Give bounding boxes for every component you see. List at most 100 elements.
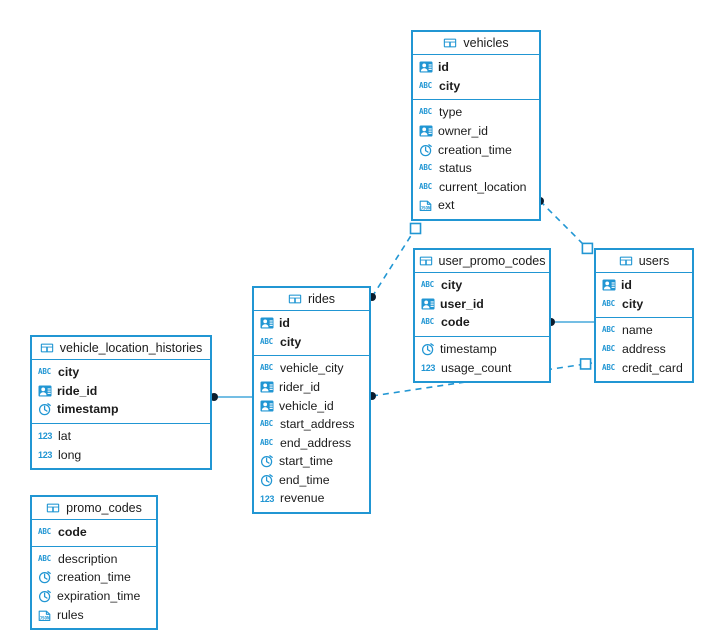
field-label: usage_count [441,360,512,375]
id-card-icon [260,316,274,330]
123-number-icon: 123 [38,431,53,442]
field-label: vehicle_id [279,398,334,413]
field-row-end_time[interactable]: end_time [254,471,369,490]
relationship-vehicles-to-users[interactable] [536,197,594,255]
123-number-icon: 123 [260,493,275,504]
field-row-owner_id[interactable]: owner_id [413,122,539,141]
field-row-creation_time[interactable]: creation_time [413,140,539,159]
id-card-icon [419,60,433,74]
svg-text:JSON: JSON [39,615,50,620]
field-label: rider_id [279,379,321,394]
123-number-icon: 123 [38,449,53,460]
field-label: id [279,316,290,331]
field-label: ext [438,198,455,213]
id-card-icon [421,297,435,311]
table-header-promo_codes[interactable]: promo_codes [32,497,156,520]
table-header-rides[interactable]: rides [254,288,369,311]
field-label: type [439,105,463,120]
field-row-credit_card[interactable]: ABC credit_card [596,358,692,377]
abc-string-icon: ABC [38,527,51,537]
table-header-vehicles[interactable]: vehicles [413,32,539,55]
id-card-icon [419,124,433,138]
field-row-ext[interactable]: JSON ext [413,196,539,215]
field-label: status [439,161,472,176]
field-row-id[interactable]: id [596,276,692,295]
clock-icon [38,570,52,584]
table-title: vehicles [463,35,509,50]
field-row-timestamp[interactable]: timestamp [32,400,210,419]
json-icon: JSON [419,198,433,212]
id-card-icon [602,278,616,292]
field-label: credit_card [622,360,683,375]
table-header-user_promo_codes[interactable]: user_promo_codes [415,250,549,273]
clock-icon [421,342,435,356]
table-header-vehicle_location_histories[interactable]: vehicle_location_histories [32,337,210,360]
field-row-ride_id[interactable]: ride_id [32,382,210,401]
field-row-name[interactable]: ABC name [596,321,692,340]
abc-string-icon: ABC [260,363,273,373]
clock-icon [260,473,274,487]
abc-string-icon: ABC [602,362,615,372]
field-label: city [439,78,461,93]
field-row-user_id[interactable]: user_id [415,295,549,314]
abc-string-icon: ABC [421,317,434,327]
field-label: code [58,525,87,540]
field-row-start_time[interactable]: start_time [254,452,369,471]
field-label: start_address [280,417,355,432]
field-row-timestamp[interactable]: timestamp [415,340,549,359]
table-header-users[interactable]: users [596,250,692,273]
field-row-vehicle_id[interactable]: vehicle_id [254,396,369,415]
field-label: name [622,323,653,338]
table-grid-icon [288,292,302,306]
abc-string-icon: ABC [602,344,615,354]
table-title: vehicle_location_histories [59,340,203,355]
field-row-expiration_time[interactable]: expiration_time [32,587,156,606]
field-label: owner_id [438,123,488,138]
field-label: end_time [279,472,330,487]
table-grid-icon [619,254,633,268]
field-label: city [58,365,80,380]
json-icon: JSON [38,608,52,622]
field-row-id[interactable]: id [254,314,369,333]
relationship-vehicle_location_histories-to-rides[interactable] [210,393,252,401]
field-row-code[interactable]: ABC code [32,523,156,542]
clock-icon [260,454,274,468]
field-row-creation_time[interactable]: creation_time [32,568,156,587]
field-row-rider_id[interactable]: rider_id [254,378,369,397]
abc-string-icon: ABC [38,553,51,563]
abc-string-icon: ABC [602,325,615,335]
field-label: timestamp [440,341,497,356]
field-row-id[interactable]: id [413,58,539,77]
relationship-user_promo_codes-to-users[interactable] [547,318,594,326]
